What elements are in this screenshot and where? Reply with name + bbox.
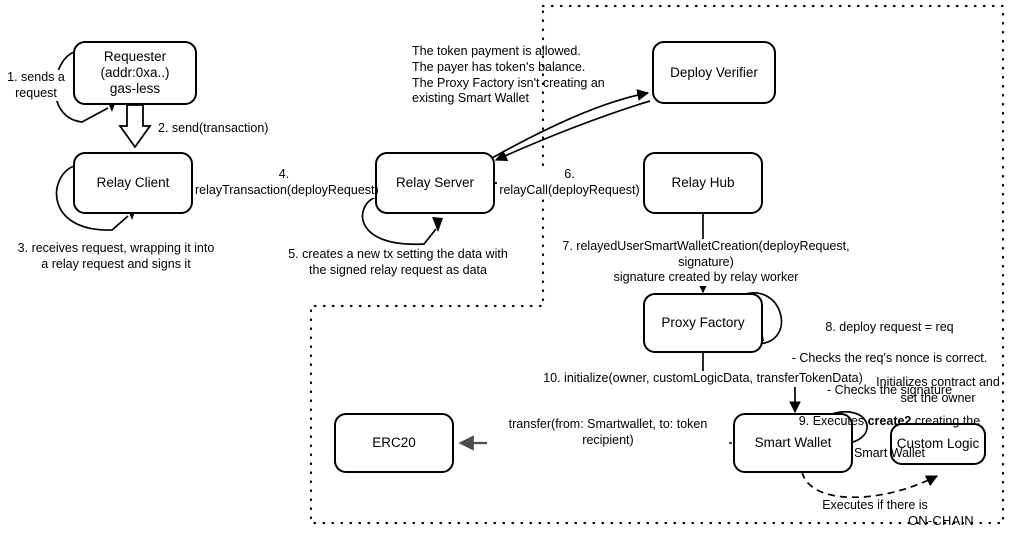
note-factory-line-2: - Checks the req's nonce is correct. [791,351,988,366]
node-smart-wallet-label: Smart Wallet [754,435,832,451]
node-relay-hub-label: Relay Hub [671,175,735,191]
node-erc20-label: ERC20 [372,435,416,451]
edge-label-step-7: 7. relayedUserSmartWalletCreation(deploy… [549,239,863,286]
note-initializes-contract: Initializes contract and set the owner [876,375,1000,405]
node-custom-logic[interactable]: Custom Logic [890,423,986,465]
edge-label-step-3: 3. receives request, wrapping it into a … [0,241,232,273]
edge-label-step-6: 6. relayCall(deployRequest) [497,167,642,199]
edge-label-step-1: 1. sends a request [0,70,72,102]
edge-label-transfer: transfer(from: Smartwallet, to: token re… [487,417,729,449]
node-relay-client-label: Relay Client [96,175,170,191]
on-chain-label: ON-CHAIN [908,513,974,528]
note-factory-line-4: 9. Executes create2 creating the [772,414,1007,430]
note-factory-line-4-pre: 9. Executes [798,414,868,429]
node-relay-server-label: Relay Server [395,175,475,191]
node-deploy-verifier-label: Deploy Verifier [670,64,758,80]
node-deploy-verifier[interactable]: Deploy Verifier [652,41,776,104]
edge-label-step-4: 4. relayTransaction(deployRequest) [193,167,379,199]
node-requester[interactable]: Requester (addr:0xa..) gas-less [73,41,197,105]
node-requester-label: Requester (addr:0xa..) gas-less [100,49,170,96]
node-smart-wallet[interactable]: Smart Wallet [733,413,853,473]
note-factory-line-1: 8. deploy request = req [825,319,954,334]
edge-requester-to-relay-client [118,104,152,149]
note-factory-line-5: Smart Wallet [853,445,926,460]
node-proxy-factory-label: Proxy Factory [661,315,745,331]
note-factory-line-3: - Checks the signature [826,382,953,397]
node-proxy-factory[interactable]: Proxy Factory [643,293,763,353]
edge-label-step-2: 2. send(transaction) [156,121,340,137]
node-relay-client[interactable]: Relay Client [73,152,193,214]
node-erc20[interactable]: ERC20 [334,413,454,473]
edge-label-executes-if-there-is: Executes if there is [806,498,944,514]
note-factory-create2: create2 [867,414,912,429]
edge-label-step-10: 10. initialize(owner, customLogicData, t… [536,371,870,387]
note-factory-line-4-post: creating the [911,414,981,429]
node-relay-hub[interactable]: Relay Hub [643,152,763,214]
note-deploy-verifier-checks: The token payment is allowed. The payer … [412,44,605,106]
node-relay-server[interactable]: Relay Server [375,152,495,214]
note-proxy-factory-checks: 8. deploy request = req - Checks the req… [772,304,1007,477]
edge-label-step-5: 5. creates a new tx setting the data wit… [282,247,514,279]
node-custom-logic-label: Custom Logic [896,436,980,452]
